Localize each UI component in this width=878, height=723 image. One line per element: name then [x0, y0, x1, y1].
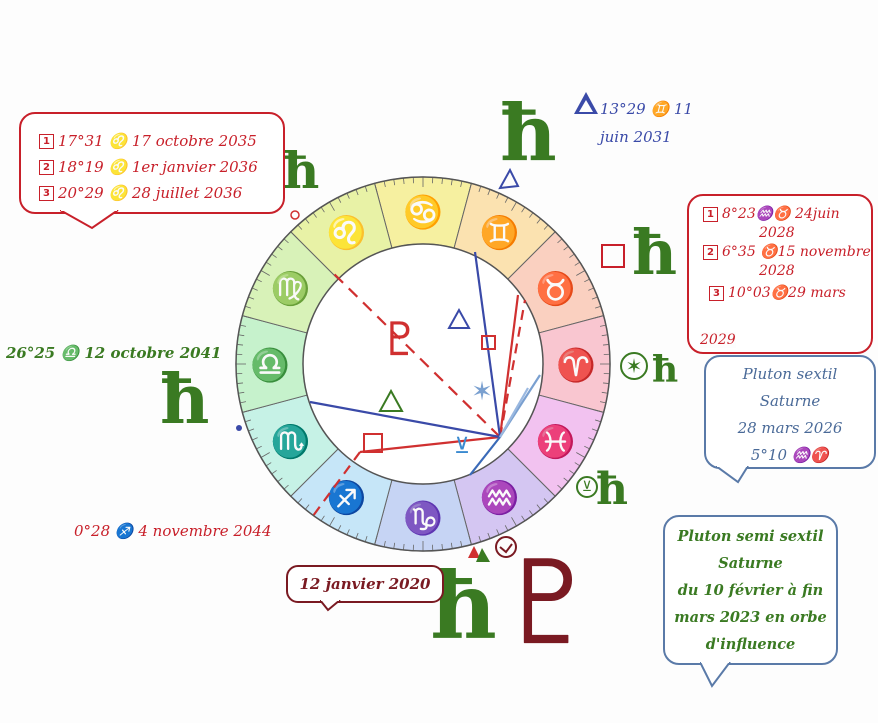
sign-glyph: ♐: [327, 479, 367, 517]
sextile-line-1: Pluton sextil: [706, 361, 874, 388]
sign-glyph: ♊: [480, 213, 520, 251]
trine-icon-top-inner: [579, 100, 593, 112]
sign-glyph: ♌: [327, 213, 367, 251]
semisextile-line-4: mars 2023 en orbe: [665, 604, 836, 631]
sextile-box: Pluton sextil Saturne 28 mars 2026 5°10 …: [704, 355, 876, 469]
semisextile-line-5: d'influence: [665, 631, 836, 658]
saturn-icon-semisextile: ħ: [596, 468, 628, 512]
conjunction-dot-leo: [291, 211, 299, 219]
conjunction-box: 12 janvier 2020: [286, 565, 444, 603]
libra-date-label: 26°25 ♎ 12 octobre 2041: [6, 344, 221, 362]
taurus-row-1: 18°23♒♉ 24juin: [703, 204, 871, 224]
sextile-line-2: Saturne: [706, 388, 874, 415]
semisextile-line-2: Saturne: [665, 550, 836, 577]
saturn-icon-taurus: ħ: [632, 222, 677, 284]
conjunction-label: 12 janvier 2020: [288, 567, 442, 601]
sign-glyph: ♒: [480, 479, 520, 517]
trine-label-line1: 13°29 ♊ 11: [600, 100, 693, 118]
sextile-icon-inner: ✶: [471, 377, 493, 407]
semisextile-line-3: du 10 février à fin: [665, 577, 836, 604]
semisextile-line-1: Pluton semi sextil: [665, 523, 836, 550]
sign-glyph: ♈: [556, 346, 596, 384]
saturn-icon-sextile: ħ: [652, 352, 678, 388]
saturn-icon-top: ħ: [500, 95, 557, 173]
taurus-row-3: 310°03♉29 mars: [703, 280, 871, 306]
sign-glyph: ♎: [250, 346, 290, 384]
semisextile-icon-outer: ⊻: [576, 476, 598, 498]
semisextile-box: Pluton semi sextil Saturne du 10 février…: [663, 515, 838, 665]
taurus-row-2-cont: 2028: [703, 262, 871, 280]
leo-row-2: 218°19 ♌ 1er janvier 2036: [39, 154, 283, 180]
taurus-row-1-cont: 2028: [703, 224, 871, 242]
sign-glyph: ♋: [403, 193, 443, 231]
taurus-row-3-cont: 2029: [700, 332, 736, 348]
sign-glyph: ♏: [271, 423, 311, 461]
sign-glyph: ♑: [403, 499, 443, 537]
trine-label-line2: juin 2031: [600, 128, 672, 146]
saturn-icon-leo: ħ: [283, 146, 319, 196]
square-icon-taurus: [601, 244, 625, 268]
sextile-icon-outer: ✶: [620, 352, 648, 380]
sign-glyph: ♉: [536, 270, 576, 308]
pluto-icon-bottom: ♇: [496, 545, 600, 661]
sagittarius-date-label: 0°28 ♐ 4 novembre 2044: [74, 522, 272, 540]
center-pluto-icon: ♇: [379, 312, 420, 366]
saturn-icon-libra: ħ: [160, 366, 209, 434]
sextile-line-3: 28 mars 2026: [706, 415, 874, 442]
leo-row-1: 117°31 ♌ 17 octobre 2035: [39, 128, 283, 154]
sign-glyph: ♓: [536, 423, 576, 461]
sign-glyph: ♍: [271, 270, 311, 308]
sextile-line-4: 5°10 ♒♈: [706, 442, 874, 469]
leo-row-3: 320°29 ♌ 28 juillet 2036: [39, 180, 283, 206]
semisextile-icon-inner: ⊻: [454, 434, 470, 459]
dot-libra: [236, 425, 242, 431]
dates-box-taurus: 18°23♒♉ 24juin 2028 26°35 ♉15 novembre 2…: [687, 194, 873, 354]
